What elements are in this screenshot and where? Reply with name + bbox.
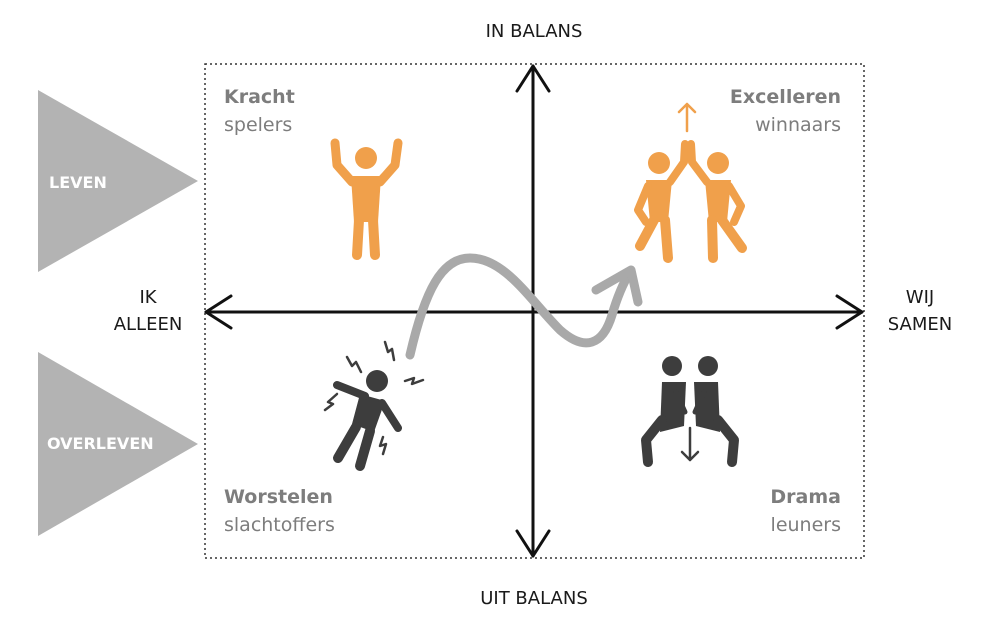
axes <box>204 64 864 558</box>
quadrant-bottom-right: Drama leuners <box>770 486 841 536</box>
axis-label-right-line2: SAMEN <box>888 314 952 335</box>
axis-label-right-line1: WIJ <box>906 287 934 308</box>
side-level-overleven: OVERLEVEN <box>38 352 198 536</box>
axis-label-left-line2: ALLEEN <box>114 314 183 335</box>
arrowhead-up-icon <box>515 64 551 93</box>
arrowhead-down-icon <box>515 529 551 558</box>
quadrant-title: Excelleren <box>730 86 841 108</box>
person-arms-raised-icon <box>330 138 403 260</box>
overleven-triangle <box>38 352 198 536</box>
overleven-label: OVERLEVEN <box>47 434 154 453</box>
arrowhead-right-icon <box>835 294 864 330</box>
arrow-down-icon <box>680 426 700 462</box>
quadrant-subtitle: slachtoffers <box>224 514 335 536</box>
leven-label: LEVEN <box>49 173 107 192</box>
quadrant-title: Worstelen <box>224 486 333 508</box>
axis-label-bottom: UIT BALANS <box>480 588 588 609</box>
quadrant-top-left: Kracht spelers <box>224 86 295 136</box>
quadrant-frame <box>204 63 865 559</box>
leven-triangle <box>38 90 198 272</box>
arrow-up-icon <box>677 102 697 133</box>
quadrant-title: Drama <box>770 486 841 508</box>
quadrant-subtitle: spelers <box>224 114 292 136</box>
quadrant-subtitle: winnaars <box>755 114 841 136</box>
quadrant-top-right: Excelleren winnaars <box>730 86 841 136</box>
side-level-leven: LEVEN <box>38 90 198 272</box>
growth-wave-arrow-icon <box>405 253 643 360</box>
leaning-persons-icon <box>641 356 739 467</box>
quadrant-bottom-left: Worstelen slachtoffers <box>224 486 335 536</box>
struggling-person-icon <box>323 340 425 471</box>
arrowhead-left-icon <box>204 294 233 330</box>
high-five-icon <box>634 102 747 263</box>
quadrant-title: Kracht <box>224 86 295 108</box>
quadrant-subtitle: leuners <box>771 514 841 536</box>
axis-label-top: IN BALANS <box>486 21 583 42</box>
axis-label-left-line1: IK <box>139 287 157 308</box>
